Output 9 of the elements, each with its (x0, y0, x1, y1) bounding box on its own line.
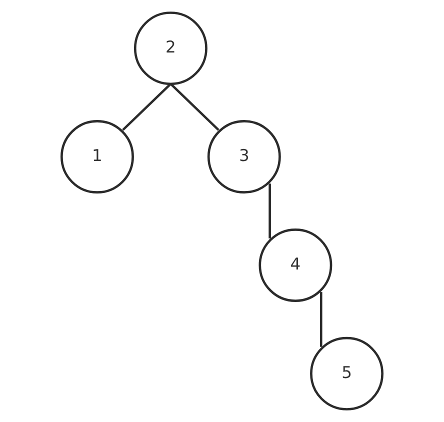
connector (122, 83, 172, 131)
node-circle: 1 (60, 120, 134, 194)
connector (170, 83, 220, 131)
node-circle: 4 (258, 228, 332, 302)
connector (268, 184, 271, 238)
node-circle: 2 (134, 12, 208, 86)
node-circle: 3 (207, 120, 281, 194)
node-circle: 5 (310, 336, 384, 410)
connector (320, 292, 322, 347)
